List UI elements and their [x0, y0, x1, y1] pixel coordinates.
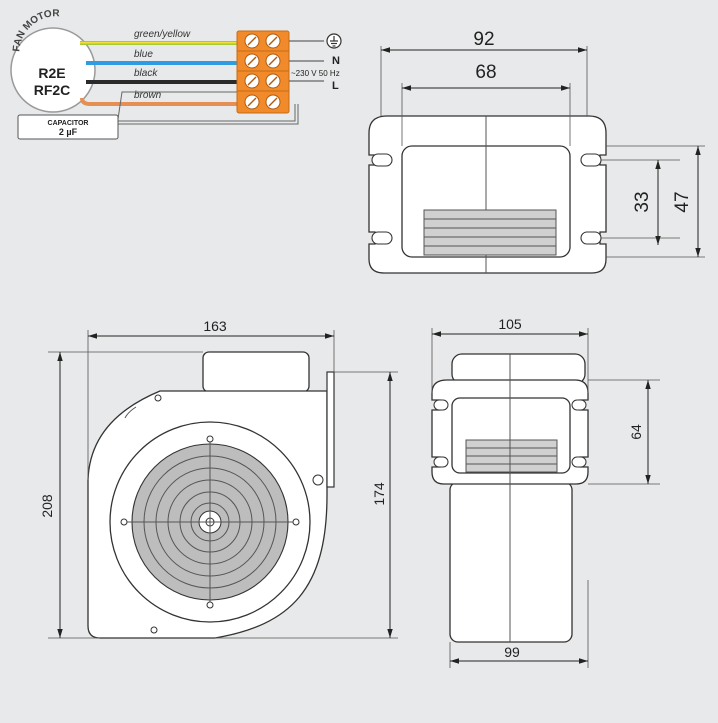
front-view-screw-2	[150, 626, 158, 634]
dim-label-208: 208	[39, 494, 55, 518]
dim-label-47: 47	[672, 191, 693, 212]
wire-black	[86, 80, 238, 84]
dim-front-height-body: 174	[215, 371, 398, 639]
dim-front-width: 163	[87, 318, 335, 480]
dim-side-width-bottom: 99	[449, 580, 589, 668]
wire-label-green-yellow: green/yellow	[134, 29, 191, 40]
dim-label-92: 92	[473, 29, 494, 50]
dim-label-64: 64	[628, 424, 644, 440]
dim-label-163: 163	[203, 318, 227, 334]
terminal-block	[236, 30, 290, 114]
side-view-motor-body	[449, 481, 573, 643]
dim-front-height-total: 208	[39, 351, 203, 639]
capacitor-value: 2 µF	[59, 127, 78, 137]
motor-badge: FAN MOTOR R2E RF2C	[10, 8, 96, 113]
ground-icon	[326, 33, 342, 49]
wire-blue	[86, 61, 238, 65]
wire-green-yellow	[80, 41, 238, 45]
dim-side-height: 64	[588, 379, 660, 485]
badge-model-1: R2E	[38, 65, 65, 81]
dim-top-height-inner: 33	[601, 159, 680, 245]
top-view: 92 68 33 47	[368, 29, 705, 274]
dim-top-height-outer: 47	[606, 145, 705, 258]
side-view-impeller-blades	[465, 439, 558, 473]
front-view: 163 208 174	[39, 318, 398, 639]
dim-label-105: 105	[498, 316, 522, 332]
wire-label-blue: blue	[134, 49, 153, 60]
dim-side-width-top: 105	[431, 316, 589, 393]
side-view-slots	[433, 399, 587, 468]
wire-label-brown: brown	[134, 90, 162, 101]
front-view-screw-1	[154, 394, 162, 402]
front-view-flange	[326, 371, 335, 488]
wire-label-black: black	[134, 68, 158, 79]
front-view-housing-detail	[124, 406, 137, 419]
dim-label-174: 174	[371, 482, 387, 506]
wire-brown	[80, 97, 238, 106]
supply-voltage-label: ~230 V 50 Hz	[291, 69, 340, 78]
dim-label-99: 99	[504, 644, 520, 660]
capacitor-lead-2	[118, 104, 296, 122]
capacitor-lead-3	[118, 104, 299, 125]
dim-label-68: 68	[475, 62, 496, 83]
dim-top-width-outer: 92	[380, 29, 588, 116]
front-view-grille-screws	[120, 435, 300, 609]
front-view-mount-hole	[312, 474, 324, 486]
capacitor-lead-1	[117, 91, 238, 120]
badge-model-2: RF2C	[34, 82, 71, 98]
side-view: 105 64 99	[431, 316, 660, 668]
terminal-line-label: L	[332, 80, 339, 92]
dim-top-width-inner: 68	[401, 62, 571, 146]
wiring-diagram: FAN MOTOR R2E RF2C green/yellow blue bla…	[10, 8, 342, 140]
front-view-outlet	[202, 351, 310, 393]
capacitor-title: CAPACITOR	[48, 120, 89, 127]
terminal-neutral-label: N	[332, 55, 340, 67]
dim-label-33: 33	[632, 191, 653, 212]
capacitor-box: CAPACITOR 2 µF	[17, 114, 119, 140]
top-view-impeller-blades	[423, 209, 557, 256]
supply-leads	[289, 40, 324, 82]
